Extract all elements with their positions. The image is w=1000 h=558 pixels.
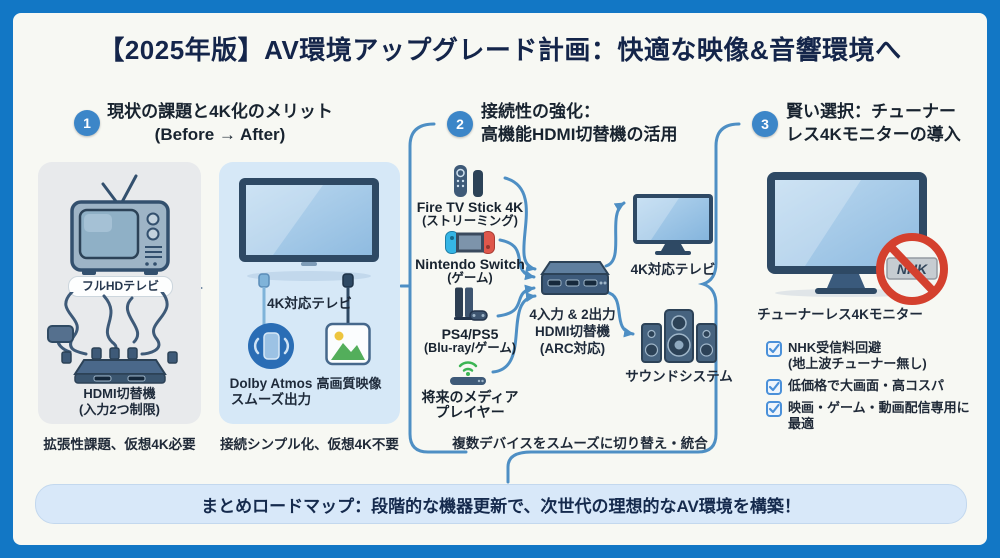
section-3-heading: 賢い選択：チューナー レス4Kモニターの導入 [786,101,996,147]
device-media-sub: プレイヤー [435,404,505,420]
hub-speaker-label: サウンドシステム [625,369,733,384]
hub-switcher-label-line2: HDMI切替機 [535,324,610,339]
section-1-heading-line1: 現状の課題と4K化のメリット [107,102,333,121]
monitor-label: チューナーレス4Kモニター [757,307,923,322]
section-1-heading-line2: (Before → After) [154,124,286,144]
section-2-badge: 2 [447,111,473,137]
section-3-badge: 3 [752,111,778,137]
section-1-badge: 1 [74,110,100,136]
benefit-3-line2: 最適 [788,416,815,431]
hub-tv-icon [633,194,713,255]
section-3-heading-line1: 賢い選択：チューナー [786,102,956,121]
device-firetv-name: Fire TV Stick 4K [416,199,524,215]
flat-tv-icon [239,178,379,281]
wifi-media-player-icon [450,361,486,385]
speaker-system-icon [641,309,717,363]
benefit-3-line1: 映画・ゲーム・動画配信専用に [788,400,970,415]
device-switch-sub: (ゲーム) [447,271,493,285]
benefit-2-text: 低価格で大画面・高コスパ [788,378,973,394]
device-media-name: 将来のメディア [421,389,519,405]
arrow-switcher-to-speakers [604,290,635,338]
before-switcher-label-line1: HDMI切替機 [83,386,156,401]
arrow-firetv-to-switcher [503,176,537,273]
after-audio-label: Dolby Atmos スムーズ出力 [219,376,323,408]
tangled-cables-switcher-icon [47,292,178,384]
game-console-icon [445,231,495,254]
after-panel: 4K対応テレビ Dolby Atmos スムーズ出力 高画質映像 [219,162,400,424]
after-audio-label-line1: Dolby Atmos [229,376,313,391]
before-switcher-label-line2: (入力2つ制限) [79,401,160,417]
checkbox-checked-icon [766,401,782,417]
streaming-stick-icon [454,165,483,197]
phone-soundwave-icon [248,323,294,369]
picture-icon [325,322,371,366]
section-2-heading-line2: 高機能HDMI切替機の活用 [481,124,678,144]
summary-text: まとめロードマップ：段階的な機器更新で、次世代の理想的なAV環境を構築！ [201,496,801,516]
crt-tv-icon [70,174,170,275]
after-caption: 接続シンプル化、仮想4K不要 [220,437,399,452]
benefit-1-text: NHK受信料回避 (地上波チューナー無し) [788,340,973,372]
hub-tv-label: 4K対応テレビ [630,262,716,277]
before-panel: フルHDテレビ HDMI切替機 (入力2つ制限) [38,162,201,424]
playstation-icon [454,287,488,321]
summary-bar: まとめロードマップ：段階的な機器更新で、次世代の理想的なAV環境を構築！ [35,484,967,524]
device-ps-sub: (Blu-ray/ゲーム) [424,341,516,355]
page-title: 【2025年版】AV環境アップグレード計画：快適な映像&音響環境へ [98,35,902,65]
benefit-3-text: 映画・ゲーム・動画配信専用に 最適 [788,400,978,432]
after-tv-label: 4K対応テレビ [267,296,352,311]
section-2-heading: 接続性の強化： 高機能HDMI切替機の活用 [481,101,711,147]
after-video-label: 高画質映像 [316,376,382,391]
hub-switcher-label-line3: (ARC対応) [539,341,606,356]
hdmi-switcher-icon [540,261,610,295]
section-3-heading-line2: レス4Kモニターの導入 [786,124,961,144]
before-switcher-label: HDMI切替機 (入力2つ制限) [38,386,201,417]
benefit-2-line1: 低価格で大画面・高コスパ [788,378,945,393]
bracket-section3 [506,122,741,484]
section-2-heading-line1: 接続性の強化： [481,102,600,121]
section-1-heading: 現状の課題と4K化のメリット (Before → After) [100,101,340,147]
benefit-1-line1: NHK受信料回避 [788,340,882,355]
hub-switcher-label: 4入力 & 2出力 HDMI切替機 (ARC対応) [515,306,630,357]
arrow-switcher-to-tv [604,201,626,268]
bracket-section2 [408,122,468,454]
arrow-ps-to-switcher [496,284,536,318]
device-ps-name: PS4/PS5 [441,326,499,342]
device-firetv-sub: (ストリーミング) [422,214,518,228]
benefit-1-line2: (地上波チューナー無し) [788,356,927,371]
device-switch-name: Nintendo Switch [415,256,525,272]
hub-switcher-label-line1: 4入力 & 2出力 [529,307,616,322]
checkbox-checked-icon [766,379,782,395]
checkbox-checked-icon [766,341,782,357]
before-tv-label: フルHDテレビ [68,276,173,297]
hub-caption: 複数デバイスをスムーズに切り替え・統合 [452,436,708,451]
prohibition-sign-icon: NHK [876,233,948,305]
arrow-media-to-switcher [491,292,537,374]
after-audio-label-line2: スムーズ出力 [230,392,312,408]
arrow-switch-to-switcher [498,238,536,281]
before-caption: 拡張性課題、仮想4K必要 [43,437,196,452]
